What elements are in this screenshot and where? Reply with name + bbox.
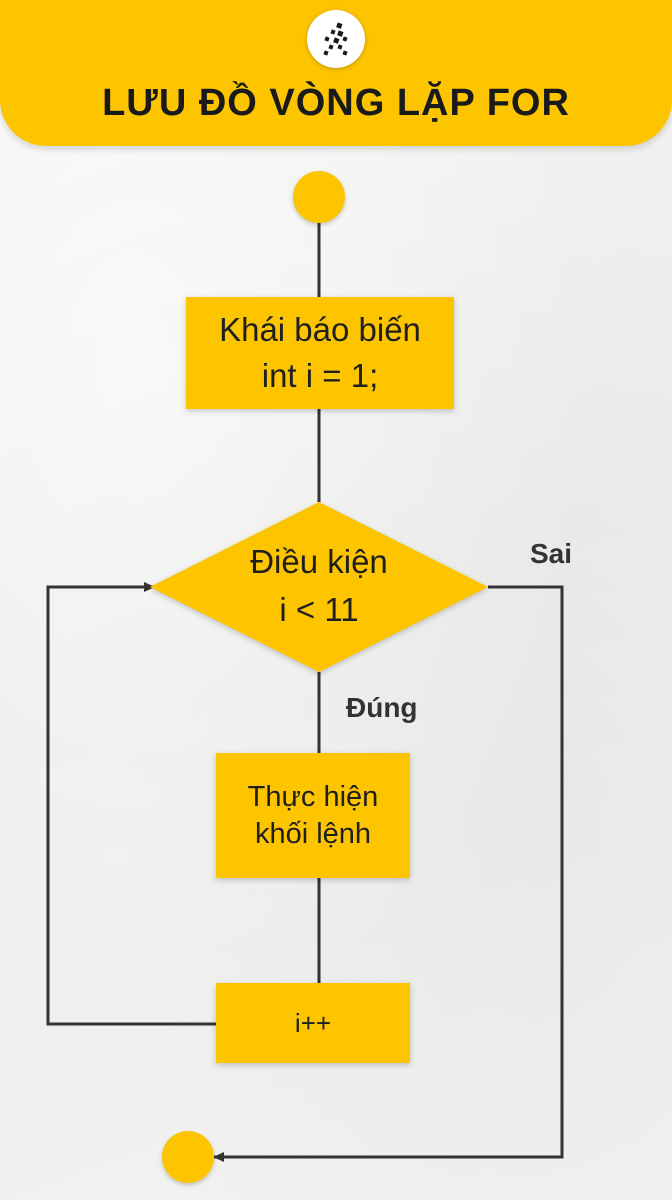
- declare-box: [186, 297, 454, 409]
- page-title: LƯU ĐỒ VÒNG LẶP FOR: [102, 82, 570, 124]
- header-banner: LƯU ĐỒ VÒNG LẶP FOR: [0, 0, 672, 146]
- false-label: Sai: [530, 538, 573, 569]
- body-line2: khối lệnh: [254, 817, 372, 850]
- edge-false-to-end: [213, 585, 564, 1162]
- edge-loop-back: [46, 582, 216, 1026]
- body-box: [216, 753, 410, 878]
- declare-text: Khái báo biến int i = 1;: [186, 297, 454, 409]
- end-node: [162, 1131, 214, 1183]
- body-line1: Thực hiện: [247, 780, 379, 813]
- condition-line1: Điều kiện: [250, 543, 388, 580]
- body-text: Thực hiện khối lệnh: [216, 753, 410, 878]
- increment-text: i++: [294, 1007, 332, 1038]
- increment-box: [216, 983, 410, 1063]
- condition-text: Điều kiện i < 11: [190, 530, 448, 642]
- condition-diamond: [150, 502, 488, 672]
- start-node: [293, 171, 345, 223]
- declare-line1: Khái báo biến: [219, 311, 421, 348]
- condition-line2: i < 11: [279, 591, 359, 628]
- runner-icon: [323, 22, 348, 56]
- logo: [307, 10, 365, 68]
- true-label: Đúng: [346, 692, 418, 723]
- declare-line2: int i = 1;: [261, 357, 379, 394]
